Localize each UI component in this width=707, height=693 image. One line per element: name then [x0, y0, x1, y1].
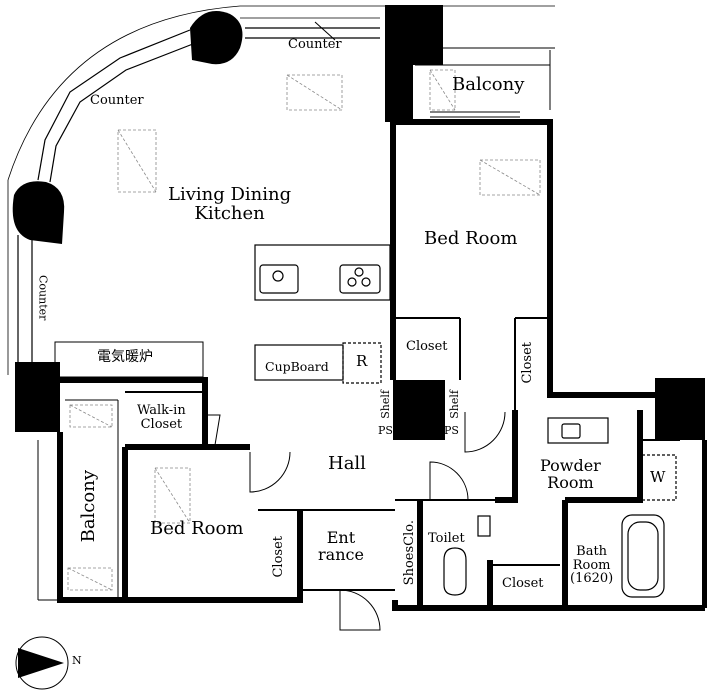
bath-room-label: Bath Room (1620) [570, 545, 613, 586]
balcony-left-label: Balcony [78, 470, 99, 543]
compass-label: N [72, 654, 82, 667]
compass-icon [15, 636, 69, 690]
heater-box [54, 341, 204, 378]
living-line-2: Kitchen [194, 202, 265, 224]
ceiling-markers [67, 69, 541, 591]
shelf-left-label: Shelf [379, 390, 392, 419]
column-left-mid [15, 362, 60, 432]
cupboard-label: CupBoard [265, 359, 329, 374]
living-room-label: Living Dining Kitchen [168, 184, 292, 224]
cupboard-area [254, 342, 382, 384]
column-topright-2 [385, 60, 413, 122]
heater-label: 電気暖炉 [97, 349, 153, 365]
shoes-closet-label: ShoesClo. [402, 520, 417, 586]
entrance-label: Ent rance [318, 528, 364, 564]
powder-line-1: Powder [540, 456, 601, 475]
closet-bath-label: Closet [502, 576, 544, 591]
bath-line-2: Room [572, 557, 611, 573]
walkin-line-1: Walk-in [137, 403, 186, 418]
bath-line-1: Bath [576, 544, 608, 559]
bath-fixtures [443, 417, 677, 598]
counter-left-label: Counter [36, 275, 50, 321]
powder-room-label: Powder Room [540, 456, 601, 492]
shelf-right-label: Shelf [448, 390, 461, 419]
balcony-arc-outer [7, 5, 241, 181]
column-left [12, 181, 65, 244]
column-topright [385, 5, 443, 65]
balcony-top-label: Balcony [452, 74, 525, 95]
closet-main-label: Closet [406, 339, 448, 354]
walkin-label: Walk-in Closet [137, 404, 186, 431]
toilet-label: Toilet [428, 531, 465, 546]
column-top [190, 11, 243, 65]
column-right [655, 378, 705, 440]
walkin-line-2: Closet [140, 416, 183, 432]
bath-line-3: (1620) [570, 571, 614, 587]
bed-room-second-label: Bed Room [150, 518, 244, 539]
kitchen-island [254, 244, 391, 301]
thin-walls [125, 317, 680, 591]
powder-line-2: Room [547, 472, 594, 492]
curved-window-band-inner [49, 41, 199, 183]
entrance-line-1: Ent [326, 528, 356, 547]
entrance-line-2: rance [318, 544, 364, 564]
washer-label: W [650, 468, 666, 486]
doors [205, 21, 506, 631]
hall-label: Hall [328, 453, 366, 474]
walls [57, 119, 707, 611]
balcony-top-frame [415, 47, 555, 118]
counter-arc-label: Counter [90, 93, 144, 108]
ps-right-label: PS [444, 424, 459, 437]
balcony-left-frame [37, 399, 120, 601]
ps-left-label: PS [378, 424, 393, 437]
living-line-1: Living Dining [168, 184, 292, 205]
counter-top-label: Counter [288, 37, 342, 52]
bed-room-main-label: Bed Room [424, 228, 518, 249]
closet-right-label: Closet [520, 342, 535, 384]
closet-second-label: Closet [271, 536, 286, 578]
curved-window-band [37, 29, 191, 181]
column-center [393, 380, 445, 440]
fridge-label: R [356, 352, 368, 370]
